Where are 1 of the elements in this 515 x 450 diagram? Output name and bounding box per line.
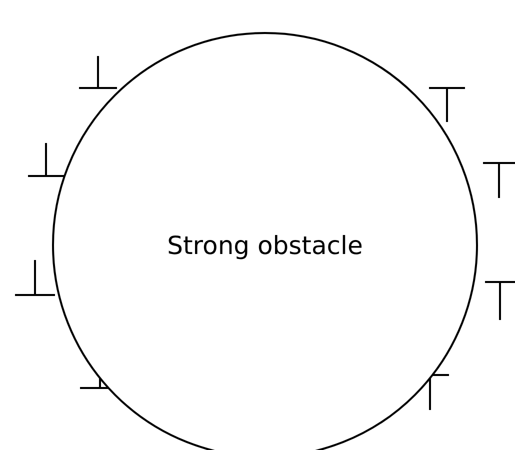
obstacle-label: Strong obstacle xyxy=(167,230,363,260)
